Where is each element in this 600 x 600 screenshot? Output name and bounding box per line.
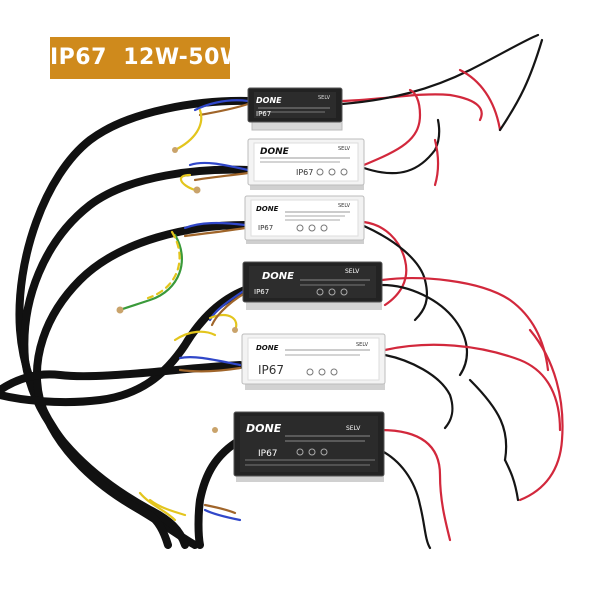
yellow-lead-3: [146, 230, 181, 300]
brown-lead-4: [210, 291, 247, 327]
yellow-lead-5: [173, 330, 217, 342]
black-lead-4: [380, 283, 468, 377]
cable-2: [20, 165, 252, 549]
driver-5-rating: IP67: [258, 363, 284, 377]
terminal-5: [212, 427, 218, 433]
red-lead-3: [362, 220, 408, 307]
driver-1-tag: SELV: [318, 95, 331, 101]
red-lead-2b: [433, 138, 440, 187]
terminal-1: [172, 147, 178, 153]
driver-4-tag: SELV: [345, 268, 360, 275]
cable-4: [0, 286, 249, 407]
red-lead-1b: [458, 68, 502, 132]
driver-units: [233, 87, 386, 482]
black-lead-6: [378, 448, 432, 550]
red-lead-4: [380, 277, 550, 372]
black-lead-5: [383, 353, 454, 430]
driver-3-rating: IP67: [258, 224, 273, 232]
driver-3-body: [244, 195, 365, 244]
brown-lead-1: [198, 102, 250, 117]
driver-2-body: [247, 138, 365, 190]
driver-2-brand: DONE: [260, 147, 290, 157]
output-leads: [340, 33, 564, 550]
crimp-terminals: [116, 147, 238, 433]
yellow-lead-6: [148, 498, 187, 517]
driver-6-tag: SELV: [346, 425, 361, 432]
driver-2-tag: SELV: [338, 146, 351, 152]
black-lead-3: [362, 224, 429, 322]
driver-4-body: [242, 261, 383, 310]
brown-lead-5: [178, 366, 242, 373]
black-lead-2b: [498, 38, 544, 132]
blue-lead-6: [203, 508, 242, 522]
green-lead-3: [118, 233, 183, 312]
terminal-4: [232, 327, 238, 333]
red-lead-6: [378, 428, 452, 542]
terminal-2: [193, 186, 201, 194]
cable-5: [0, 361, 244, 394]
red-lead-1: [340, 93, 483, 122]
brown-lead-3: [183, 226, 247, 238]
blue-lead-5: [178, 356, 242, 367]
driver-6-body: [233, 411, 385, 482]
red-lead-5: [383, 343, 562, 432]
black-lead-2: [362, 118, 441, 175]
driver-4-brand: DONE: [262, 271, 294, 282]
yellow-lead-1: [173, 108, 203, 152]
driver-1-brand: DONE: [256, 96, 282, 105]
red-lead-2: [362, 88, 422, 167]
ip67-power-badge: IP67 12W-50W: [50, 37, 244, 79]
driver-1-body: [247, 87, 343, 131]
driver-6-brand: DONE: [246, 422, 282, 435]
driver-5-tag: SELV: [356, 342, 369, 348]
terminal-3: [116, 306, 124, 314]
yellow-lead-6b: [138, 491, 177, 522]
cable-3: [33, 221, 249, 549]
cable-6: [194, 436, 244, 549]
driver-5-brand: DONE: [256, 344, 279, 352]
black-lead-6b: [468, 378, 508, 462]
blue-lead-2: [188, 161, 250, 172]
black-cables: [0, 96, 252, 549]
driver-3-tag: SELV: [338, 203, 351, 209]
driver-4-rating: IP67: [254, 288, 269, 296]
yellow-lead-2: [179, 173, 197, 192]
black-lead-6c: [503, 458, 520, 502]
driver-labels: DONE IP67 SELV DONE IP67 SELV DONE IP67 …: [246, 95, 369, 459]
driver-1-rating: IP67: [256, 110, 271, 118]
blue-lead-3: [183, 221, 247, 230]
brown-lead-2: [193, 171, 250, 182]
driver-3-brand: DONE: [256, 205, 279, 213]
blue-lead-1: [193, 99, 250, 112]
brown-lead-6: [203, 503, 237, 515]
driver-2-rating: IP67: [296, 168, 313, 177]
driver-5-body: [241, 333, 386, 390]
red-lead-6b: [518, 328, 564, 502]
input-leads: [118, 99, 250, 522]
driver-6-rating: IP67: [258, 449, 278, 459]
